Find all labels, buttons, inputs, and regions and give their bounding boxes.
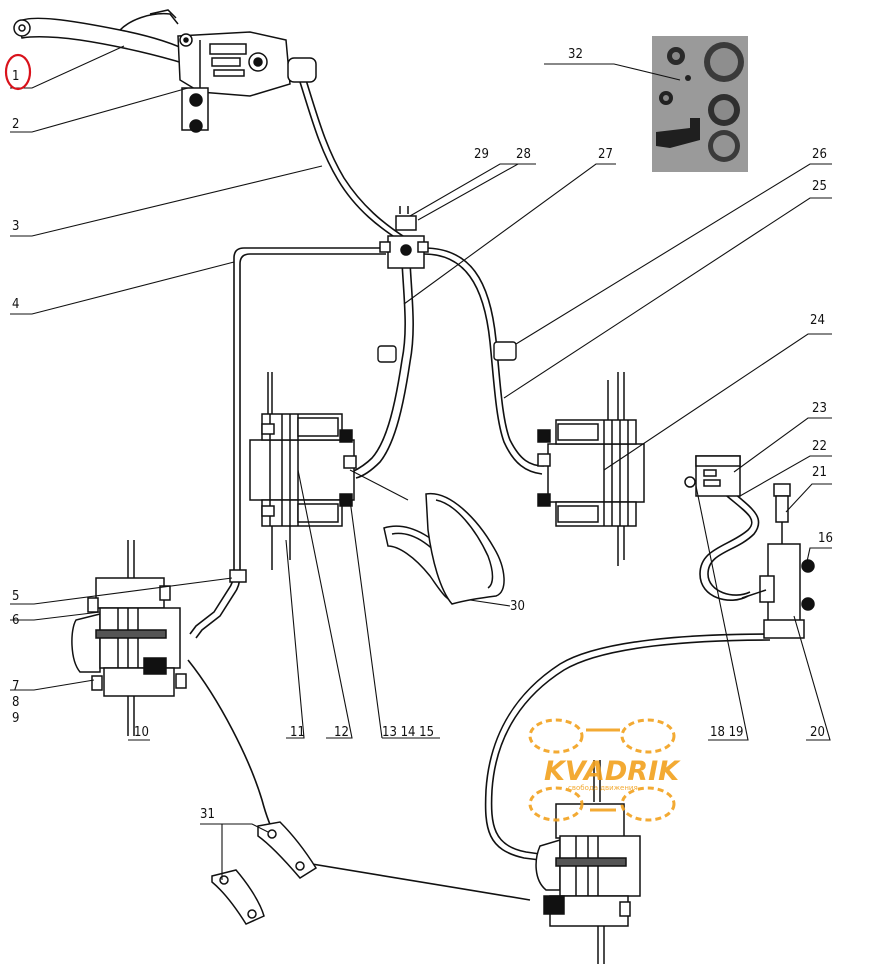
label-20: 20 xyxy=(810,725,825,740)
rear-caliper xyxy=(535,760,641,964)
label-2: 2 xyxy=(12,117,19,132)
front-right-caliper xyxy=(537,372,645,566)
label-12: 12 xyxy=(334,725,349,740)
label-16: 16 xyxy=(818,531,833,546)
label-9: 9 xyxy=(12,711,19,726)
label-22: 22 xyxy=(812,439,827,454)
label-24: 24 xyxy=(810,313,825,328)
label-13-14-15: 13 14 15 xyxy=(382,725,434,740)
label-27: 27 xyxy=(598,147,613,162)
front-brake-pads xyxy=(383,493,505,605)
label-5: 5 xyxy=(12,589,19,604)
handlebar-master-cylinder xyxy=(13,9,317,133)
highlight-circle xyxy=(4,53,32,91)
tire-left-icon xyxy=(528,718,584,822)
label-21: 21 xyxy=(812,465,827,480)
label-32: 32 xyxy=(568,47,583,62)
label-4: 4 xyxy=(12,297,19,312)
kvadrik-watermark: KVADRIK свобода движения xyxy=(528,718,681,822)
label-7: 7 xyxy=(12,679,19,694)
hose-clamps xyxy=(377,341,517,363)
left-rear-caliper xyxy=(71,540,247,736)
label-23: 23 xyxy=(812,401,827,416)
repair-kit-photo xyxy=(652,36,748,172)
label-6: 6 xyxy=(12,613,19,628)
leader-lines xyxy=(10,45,832,880)
label-26: 26 xyxy=(812,147,827,162)
label-3: 3 xyxy=(12,219,19,234)
label-8: 8 xyxy=(12,695,19,710)
label-29: 29 xyxy=(474,147,489,162)
watermark-tagline: свобода движения xyxy=(568,784,638,792)
rear-master-cylinder xyxy=(684,455,815,639)
tire-right-icon xyxy=(620,718,676,822)
front-left-caliper xyxy=(249,372,357,570)
label-18-19: 18 19 xyxy=(710,725,743,740)
rear-brake-pads xyxy=(211,821,318,925)
watermark-brand: KVADRIK xyxy=(544,756,681,787)
label-30: 30 xyxy=(510,599,525,614)
label-11: 11 xyxy=(290,725,305,740)
label-31: 31 xyxy=(200,807,215,822)
part-labels: 1 2 3 4 5 6 7 8 9 10 11 12 13 14 15 16 1… xyxy=(12,47,833,822)
tee-junction xyxy=(379,206,429,269)
label-25: 25 xyxy=(812,179,827,194)
label-1: 1 xyxy=(12,69,19,84)
label-28: 28 xyxy=(516,147,531,162)
label-10: 10 xyxy=(134,725,149,740)
